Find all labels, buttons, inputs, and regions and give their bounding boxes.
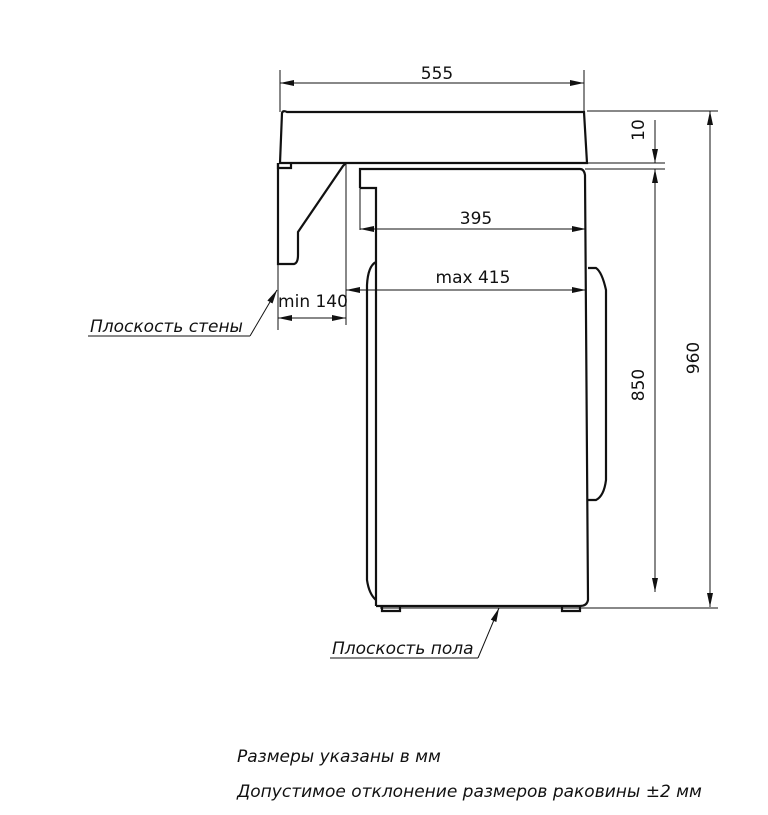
units-note: Размеры указаны в мм (237, 747, 441, 767)
dim-sink-width: 555 (421, 64, 453, 84)
dim-max-depth: max 415 (436, 268, 511, 288)
dim-machine-depth: 395 (460, 209, 492, 229)
dim-min-wall-gap: min 140 (278, 292, 348, 312)
dim-machine-height: 850 (629, 369, 649, 401)
wall-plane-label: Плоскость стены (90, 317, 243, 337)
dimension-lines (278, 80, 713, 607)
dim-sink-thickness: 10 (629, 119, 649, 141)
extension-lines (279, 70, 718, 170)
sink-outline (276, 110, 589, 266)
dim-total-height: 960 (684, 342, 704, 374)
leader-lines (88, 289, 500, 659)
floor-plane-label: Плоскость пола (332, 639, 474, 659)
washing-machine-outline (358, 167, 608, 613)
tolerance-note: Допустимое отклонение размеров раковины … (236, 782, 702, 802)
